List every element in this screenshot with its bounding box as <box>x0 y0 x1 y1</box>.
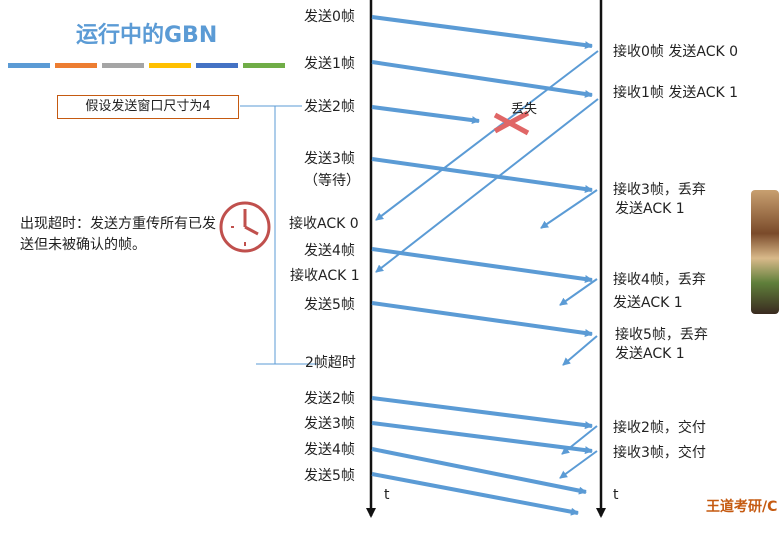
title-bar-3 <box>102 63 144 68</box>
sender-label-send-0: 发送0帧 <box>304 9 355 25</box>
receiver-label-ack-1-a: 发送ACK 1 <box>615 201 685 217</box>
sender-label-resend-3: 发送3帧 <box>304 416 355 432</box>
receiver-label-recv-1: 接收1帧 发送ACK 1 <box>613 85 739 101</box>
ack-0-arrow <box>375 50 599 221</box>
receiver-label-ack-1-c: 发送ACK 1 <box>615 346 685 362</box>
page-title: 运行中的GBN <box>76 23 218 48</box>
sender-label-wait: （等待） <box>304 173 360 189</box>
sender-label-send-5: 发送5帧 <box>304 297 355 313</box>
frame-3-retransmit-arrow <box>371 421 593 455</box>
timeout-note: 出现超时：发送方重传所有已发送但未被确认的帧。 <box>20 216 216 253</box>
title-bar-5 <box>196 63 238 68</box>
receiver-label-recv-3-drop: 接收3帧，丢弃 <box>613 182 706 198</box>
ack-2-arrow <box>561 425 598 455</box>
sender-label-send-4: 发送4帧 <box>304 243 355 259</box>
sender-label-send-1: 发送1帧 <box>304 56 355 72</box>
ack-1-arrow <box>375 98 599 273</box>
frame-2-retransmit-arrow <box>371 396 593 430</box>
receiver-label-recv-5-drop: 接收5帧，丢弃 <box>615 327 708 343</box>
frame-5-retransmit-arrow <box>371 472 579 516</box>
receiver-label-recv-4-drop: 接收4帧，丢弃 <box>613 272 706 288</box>
lost-x-icon <box>493 110 530 136</box>
receiver-label-ack-1-b: 发送ACK 1 <box>613 295 683 311</box>
sender-time-label: t <box>384 487 390 503</box>
ack-1-dup-arrow-3 <box>562 335 598 366</box>
sender-label-recv-ack-0: 接收ACK 0 <box>289 216 359 232</box>
clock-icon <box>219 201 271 253</box>
receiver-label-recv-0: 接收0帧 发送ACK 0 <box>613 44 739 60</box>
frame-4-retransmit-arrow <box>371 447 587 495</box>
frame-2-arrow-lost <box>371 105 480 125</box>
title-bar-2 <box>55 63 97 68</box>
receiver-time-label: t <box>613 487 619 503</box>
sender-label-recv-ack-1: 接收ACK 1 <box>290 268 360 284</box>
ack-1-dup-arrow-2 <box>559 278 598 306</box>
receiver-label-recv-2-deliver: 接收2帧，交付 <box>613 420 706 436</box>
frame-3-arrow <box>371 157 593 193</box>
footer-watermark: 王道考研/C <box>706 499 778 515</box>
sender-label-timeout: 2帧超时 <box>305 355 356 371</box>
ack-3-arrow <box>559 450 598 479</box>
receiver-label-recv-3-deliver: 接收3帧，交付 <box>613 445 706 461</box>
title-bar-6 <box>243 63 285 68</box>
sender-label-resend-5: 发送5帧 <box>304 468 355 484</box>
sender-label-send-3: 发送3帧 <box>304 151 355 167</box>
sender-label-resend-2: 发送2帧 <box>304 391 355 407</box>
title-bar-1 <box>8 63 50 68</box>
frame-1-arrow <box>371 60 593 98</box>
frame-0-arrow <box>371 15 593 50</box>
lost-label: 丢失 <box>511 102 538 117</box>
burger-photo <box>751 190 779 314</box>
title-bar-4 <box>149 63 191 68</box>
window-size-assumption: 假设发送窗口尺寸为4 <box>57 95 239 119</box>
frame-5-arrow <box>371 301 593 337</box>
frame-4-arrow <box>371 247 593 283</box>
sender-label-send-2: 发送2帧 <box>304 99 355 115</box>
sender-label-resend-4: 发送4帧 <box>304 442 355 458</box>
ack-1-dup-arrow-1 <box>540 189 598 229</box>
